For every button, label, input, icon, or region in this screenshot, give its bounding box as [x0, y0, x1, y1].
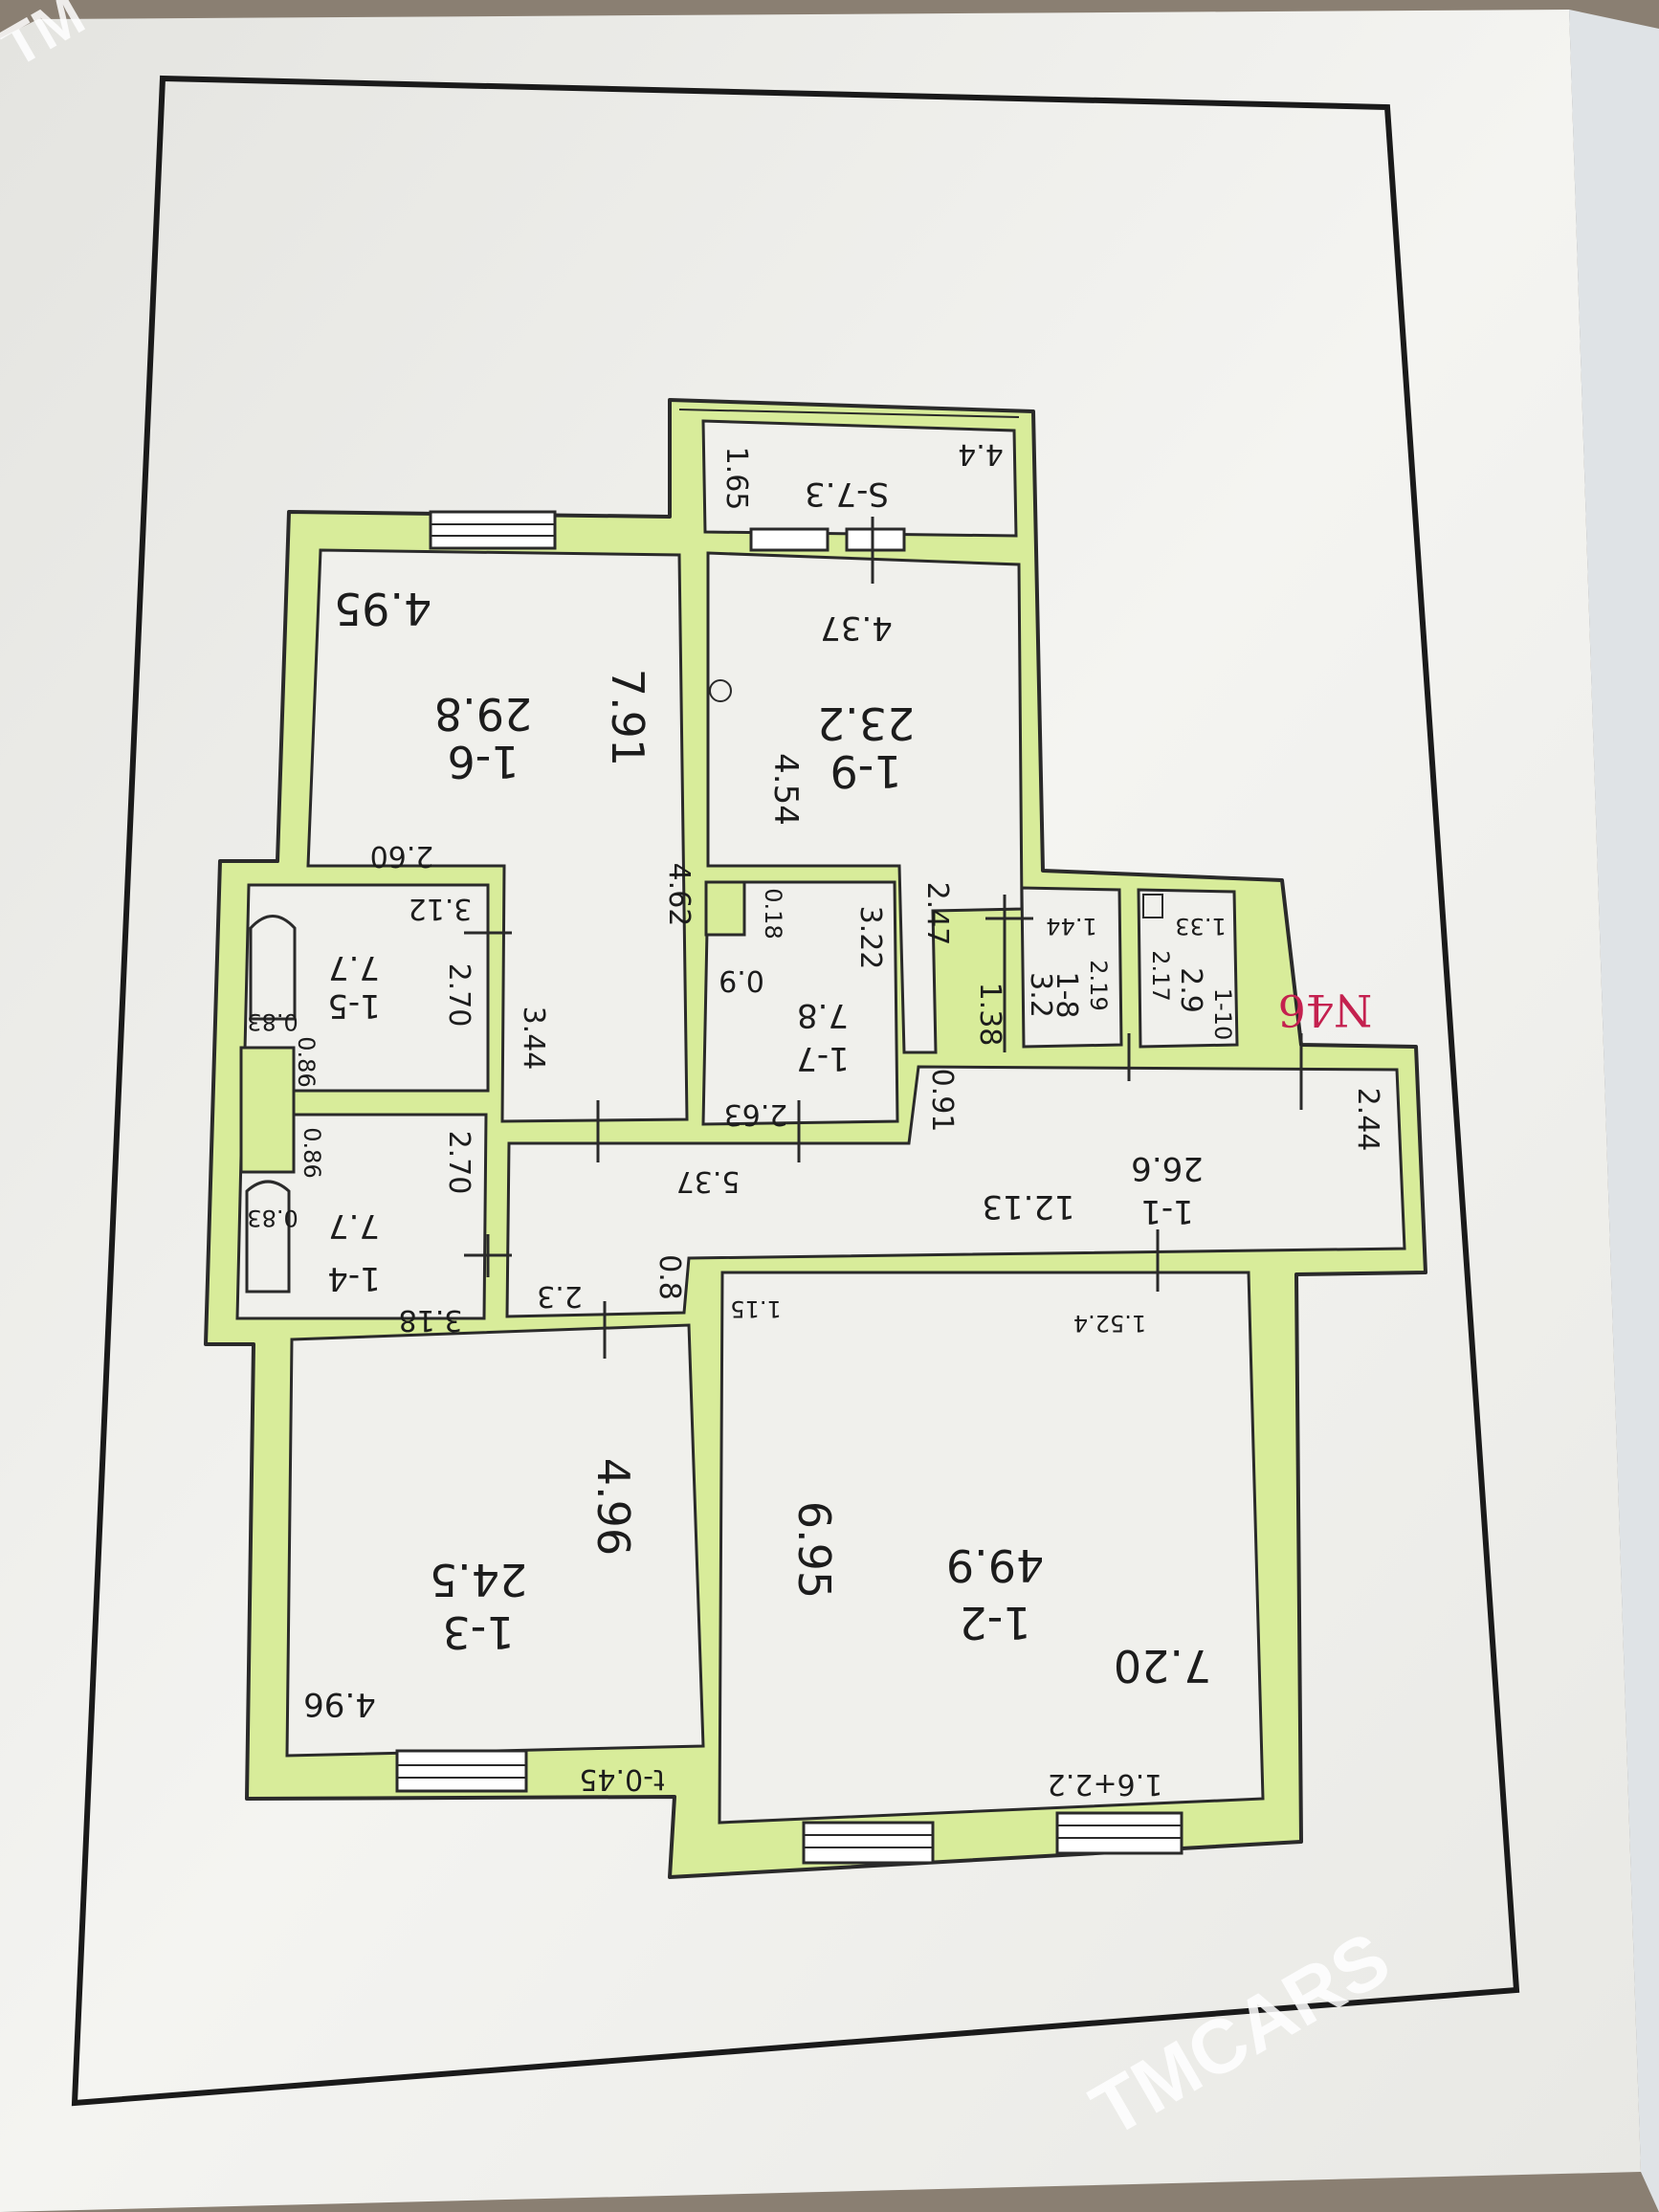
room-1-5-floor	[242, 883, 490, 1093]
window-1-3	[395, 1749, 528, 1793]
window-s7-b	[845, 527, 906, 552]
room-1-7-dim-a: 3.22	[853, 906, 887, 970]
window-1-2-a	[802, 1821, 935, 1865]
room-1-8-dim-c: 1.38	[973, 983, 1006, 1047]
room-1-5-area: 7.7	[328, 948, 380, 986]
room-1-2-code: 1-2	[959, 1597, 1030, 1648]
room-1-3-area: 24.5	[430, 1554, 527, 1605]
room-1-9-code: 1-9	[830, 745, 901, 797]
window-1-2-b	[1055, 1811, 1183, 1855]
room-1-6-dim-d: 4.62	[662, 863, 696, 927]
room-1-7-code: 1-7	[796, 1039, 850, 1077]
room-1-5-dim-b: 2.70	[442, 963, 476, 1028]
room-1-6-dim-c: 2.60	[370, 839, 434, 873]
room-1-2-dim-d: 1.6+2.2	[1048, 1767, 1163, 1801]
room-1-1-floor	[505, 1065, 1406, 1318]
room-1-7-floor	[701, 880, 899, 1126]
room-floors	[235, 419, 1406, 1825]
room-labels: 1-6 29.8 4.95 7.91 2.60 4.62 1-9 23.2 4.…	[247, 437, 1384, 1801]
room-1-7-area: 7.8	[797, 996, 849, 1034]
room-1-1-area: 26.6	[1131, 1149, 1204, 1187]
room-1-1-dim-b: 2.44	[1351, 1088, 1384, 1152]
room-1-10-floor	[1137, 888, 1239, 1049]
room-1-6-dim-b: 7.91	[602, 669, 653, 766]
room-1-4-dim-c: 0.86	[299, 1127, 325, 1178]
drawing-frame	[71, 75, 1520, 2107]
window-lines	[397, 409, 1182, 1848]
room-1-2-dim-c: 1.15	[730, 1295, 781, 1322]
room-1-8-code: 1-8	[1050, 972, 1083, 1019]
room-1-1-dim-d: 0.91	[925, 1069, 959, 1133]
room-1-1-dim-a: 12.13	[982, 1187, 1074, 1226]
room-1-10-dim-a: 1.33	[1175, 913, 1226, 940]
room-1-9-dim-a: 4.37	[820, 608, 893, 647]
room-1-9-dim-c: 2.47	[920, 882, 954, 946]
room-1-4-area: 7.7	[328, 1206, 380, 1245]
room-1-9-dim-b: 4.54	[766, 753, 805, 826]
room-1-5-code: 1-5	[327, 986, 381, 1025]
wall-dim-0-8: 0.8	[653, 1254, 686, 1300]
room-1-10-area: 2.9	[1174, 967, 1207, 1013]
room-1-8-dim-b: 2.19	[1085, 960, 1112, 1010]
bathtub-1-5	[249, 915, 297, 1021]
room-1-5-dim-c: 0.83	[247, 1008, 298, 1035]
room-1-4-dim-b: 2.70	[442, 1131, 476, 1195]
wc-icon	[709, 679, 1163, 918]
room-1-1-dim-c: 5.37	[676, 1164, 741, 1198]
bathtub-1-4	[245, 1180, 291, 1294]
room-1-3-dim-c: t-0.45	[579, 1762, 664, 1796]
room-1-2-dim-a: 6.95	[788, 1501, 840, 1599]
room-1-1-code: 1-1	[1140, 1192, 1194, 1230]
room-s7-dim-b: 1.65	[719, 447, 753, 511]
windows	[395, 510, 1183, 1865]
wall-dim-2-3: 2.3	[537, 1279, 583, 1313]
room-1-9-area: 23.2	[817, 697, 915, 749]
room-1-9-floor	[706, 551, 1024, 1054]
room-1-6-code: 1-6	[447, 736, 519, 787]
room-1-4-code: 1-4	[327, 1259, 381, 1297]
room-1-8-area: 3.2	[1024, 972, 1057, 1018]
wall-dim-3-44: 3.44	[517, 1006, 550, 1071]
room-1-2-area: 49.9	[946, 1539, 1044, 1591]
window-s7-a	[749, 527, 830, 552]
room-1-2-dim-b: 7.20	[1114, 1640, 1211, 1692]
room-1-8-dim-a: 1.44	[1046, 913, 1096, 940]
bathtubs	[245, 915, 297, 1294]
room-1-5-dim-d: 0.86	[293, 1036, 320, 1087]
room-1-4-floor	[235, 1113, 488, 1320]
room-1-10-code: 1-10	[1209, 988, 1236, 1040]
room-1-5-dim-a: 3.12	[409, 892, 473, 925]
wall-dim-1-52-4: 1.52.4	[1073, 1310, 1146, 1337]
room-1-10-dim-b: 2.17	[1147, 950, 1174, 1001]
room-1-6-dim-a: 4.95	[334, 583, 431, 634]
room-1-3-dim-a: 4.96	[587, 1458, 639, 1556]
room-s7-floor	[701, 419, 1018, 538]
room-1-2-floor	[718, 1271, 1265, 1825]
door-marks	[464, 517, 1303, 1359]
room-1-6-floor	[306, 548, 689, 1123]
room-1-4-dim-a: 3.18	[399, 1303, 463, 1337]
room-1-7-dim-c: 0.18	[760, 888, 786, 939]
plan-number: N46	[1278, 984, 1373, 1036]
room-1-7-dim-b: 2.63	[724, 1097, 788, 1131]
book-edge	[1569, 10, 1659, 2212]
room-1-3-floor	[285, 1323, 705, 1758]
closets	[239, 880, 746, 1174]
room-1-3-code: 1-3	[442, 1606, 514, 1658]
room-s7-dim-a: 4.4	[958, 437, 1004, 471]
room-1-4-dim-d: 0.83	[247, 1205, 298, 1231]
room-1-3-dim-b: 4.96	[303, 1685, 376, 1723]
window-1-6	[429, 510, 557, 550]
room-s7-code: S-7.3	[805, 475, 889, 513]
room-1-8-floor	[1020, 886, 1123, 1049]
room-1-7-dim-d: 0.9	[719, 963, 764, 997]
room-1-6-area: 29.8	[434, 688, 532, 740]
